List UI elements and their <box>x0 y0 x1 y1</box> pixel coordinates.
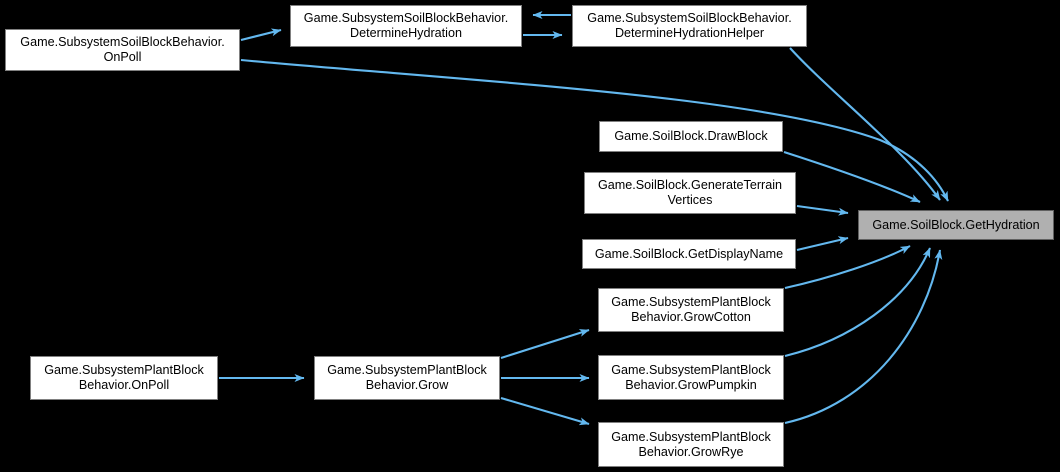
graph-node-get-display-name[interactable]: Game.SoilBlock.GetDisplayName <box>582 239 796 269</box>
graph-node-label: Game.SubsystemPlantBlock Behavior.GrowPu… <box>611 362 771 392</box>
edge-get-display-name-to-get-hydration <box>796 236 849 252</box>
graph-node-grow[interactable]: Game.SubsystemPlantBlock Behavior.Grow <box>314 356 500 400</box>
edge-grow-cotton-to-get-hydration <box>784 245 911 290</box>
graph-node-label: Game.SubsystemPlantBlock Behavior.GrowRy… <box>611 429 771 459</box>
graph-node-generate-terrain-vertices[interactable]: Game.SoilBlock.GenerateTerrain Vertices <box>584 172 796 214</box>
graph-node-label: Game.SoilBlock.GetHydration <box>872 217 1040 232</box>
graph-node-label: Game.SubsystemSoilBlockBehavior. OnPoll <box>20 35 225 64</box>
edge-helper-to-get-hydration <box>789 47 941 201</box>
edge-draw-block-to-get-hydration <box>783 151 921 203</box>
graph-node-grow-rye[interactable]: Game.SubsystemPlantBlock Behavior.GrowRy… <box>598 422 784 467</box>
graph-node-label: Game.SoilBlock.GenerateTerrain Vertices <box>597 178 783 207</box>
graph-node-label: Game.SubsystemSoilBlockBehavior. Determi… <box>587 11 792 40</box>
graph-node-label: Game.SubsystemPlantBlock Behavior.Grow <box>327 363 487 392</box>
graph-node-onpoll-plant[interactable]: Game.SubsystemPlantBlock Behavior.OnPoll <box>30 356 218 400</box>
graph-node-label: Game.SubsystemPlantBlock Behavior.OnPoll <box>44 363 204 392</box>
graph-node-onpoll-soil[interactable]: Game.SubsystemSoilBlockBehavior. OnPoll <box>5 29 240 71</box>
graph-node-label: Game.SubsystemSoilBlockBehavior. Determi… <box>303 11 509 40</box>
edge-grow-pumpkin-to-get-hydration <box>784 247 931 358</box>
graph-node-determine-hydration-helper[interactable]: Game.SubsystemSoilBlockBehavior. Determi… <box>572 5 807 47</box>
graph-node-label: Game.SoilBlock.GetDisplayName <box>594 246 784 261</box>
edge-onpoll-soil-to-determine-hydration <box>240 28 282 42</box>
graph-node-label: Game.SubsystemPlantBlock Behavior.GrowCo… <box>611 295 771 324</box>
graph-node-grow-cotton[interactable]: Game.SubsystemPlantBlock Behavior.GrowCo… <box>598 288 784 332</box>
edge-grow-rye-to-get-hydration <box>784 249 943 425</box>
graph-node-get-hydration[interactable]: Game.SoilBlock.GetHydration <box>858 210 1054 240</box>
graph-node-determine-hydration[interactable]: Game.SubsystemSoilBlockBehavior. Determi… <box>290 5 522 47</box>
edge-generate-terrain-to-get-hydration <box>796 204 849 216</box>
graph-node-grow-pumpkin[interactable]: Game.SubsystemPlantBlock Behavior.GrowPu… <box>598 355 784 400</box>
edge-grow-to-grow-rye <box>500 396 590 426</box>
edge-grow-to-grow-cotton <box>500 328 590 360</box>
graph-node-label: Game.SoilBlock.DrawBlock <box>614 129 768 143</box>
graph-node-draw-block[interactable]: Game.SoilBlock.DrawBlock <box>599 121 783 152</box>
